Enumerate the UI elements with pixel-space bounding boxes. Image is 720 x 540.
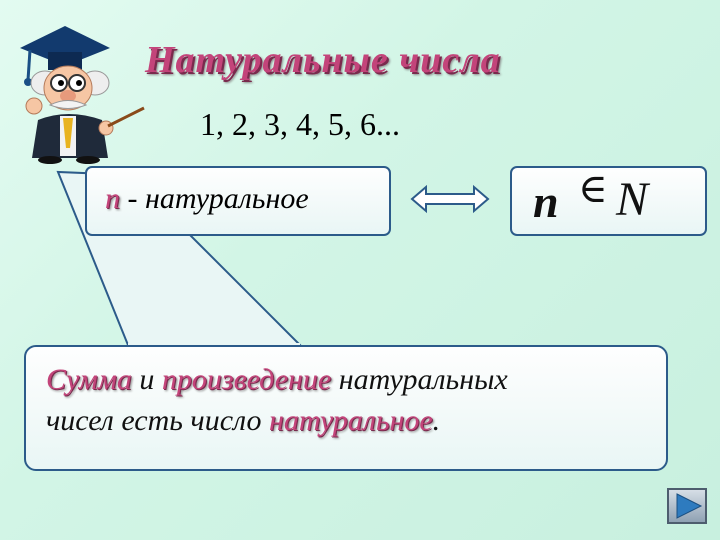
double-arrow-icon: [410, 184, 490, 214]
rule-text: Сумма и произведение натуральных чисел ес…: [46, 360, 656, 441]
rule-and: и: [131, 363, 162, 396]
next-slide-button[interactable]: [667, 488, 707, 524]
rule-natural: натуральное: [269, 403, 433, 437]
natural-set-symbol: N: [616, 173, 649, 226]
notation-variable: n: [533, 176, 559, 227]
rule-middle: чисел есть число: [46, 403, 270, 437]
definition-variable: n: [105, 182, 120, 215]
rule-natural-plural: натуральных: [331, 363, 508, 396]
professor-mascot-icon: [20, 26, 145, 164]
notation-box: [510, 166, 707, 236]
rule-box: [24, 345, 668, 471]
element-of-symbol: ∈: [578, 166, 608, 211]
rule-sum: Сумма: [46, 363, 132, 396]
rule-period: .: [432, 403, 441, 437]
page-title: Натуральные числа: [145, 39, 501, 81]
natural-numbers-sequence: 1, 2, 3, 4, 5, 6...: [200, 106, 400, 142]
definition-label: - натуральное: [120, 182, 309, 215]
definition-box: [85, 166, 391, 236]
play-next-icon: [676, 493, 703, 519]
definition-text: n - натуральное: [105, 182, 309, 216]
rule-product: произведение: [161, 363, 332, 396]
